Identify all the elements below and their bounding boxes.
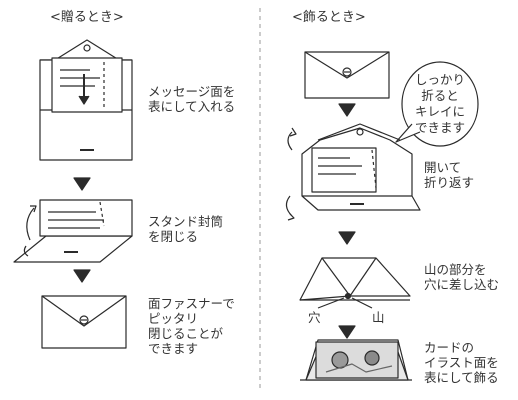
- right-step4-line: 表にして飾る: [424, 370, 499, 385]
- bubble-text: しっかり 折ると キレイに できます: [412, 72, 468, 136]
- left-step1-line: メッセージ面を: [148, 84, 236, 99]
- right-step2-line: 折り返す: [424, 175, 475, 190]
- left-step1-envelope-insert: [39, 39, 133, 161]
- tip-bubble: [395, 61, 479, 147]
- left-step1-line: 表にして入れる: [148, 99, 236, 114]
- left-step2-line: を閉じる: [148, 229, 199, 244]
- right-step1-closed-envelope: [304, 51, 390, 99]
- right-step2-line: 開いて: [424, 160, 462, 175]
- bubble-line: しっかり: [414, 72, 465, 87]
- left-heading: <贈るとき>: [50, 10, 124, 25]
- arrow-down-left-1: [73, 177, 91, 191]
- right-step4-text: カードの イラスト面を 表にして飾る: [424, 340, 499, 385]
- left-step2-stand-envelope: [13, 199, 133, 263]
- right-step3-line: 山の部分を: [424, 262, 487, 277]
- arrow-down-right-2: [338, 231, 356, 245]
- right-step2-opened-envelope: [285, 123, 421, 221]
- left-step2-line: スタンド封筒: [148, 214, 224, 229]
- left-step3-line: 面ファスナーで: [148, 296, 235, 311]
- right-step2-text: 開いて 折り返す: [424, 160, 474, 190]
- left-step3-closed-envelope: [41, 295, 127, 349]
- right-step4-line: カードの: [424, 340, 475, 355]
- left-step2-text: スタンド封筒 を閉じる: [148, 214, 223, 244]
- right-heading: <飾るとき>: [292, 10, 366, 25]
- bubble-line: 折ると: [421, 88, 459, 103]
- left-step3-text: 面ファスナーで ピッタリ 閉じることが できます: [148, 296, 235, 356]
- mountain-label: 山: [372, 310, 385, 325]
- arrow-down-right-1: [338, 103, 356, 117]
- left-step3-line: できます: [148, 341, 199, 356]
- right-step3-line: 穴に差し込む: [424, 277, 500, 292]
- right-step3-text: 山の部分を 穴に差し込む: [424, 262, 499, 292]
- hole-label: 穴: [308, 310, 321, 325]
- left-step1-text: メッセージ面を 表にして入れる: [148, 84, 235, 114]
- left-step3-line: ピッタリ: [148, 311, 199, 326]
- arrow-down-right-3: [338, 325, 356, 339]
- right-step4-line: イラスト面を: [424, 355, 499, 370]
- arrow-down-left-2: [73, 269, 91, 283]
- right-step4-display-card: [300, 339, 412, 381]
- right-step3-tent-fold: [299, 257, 411, 309]
- bubble-line: キレイに: [414, 104, 465, 119]
- left-step3-line: 閉じることが: [148, 326, 224, 341]
- bubble-line: できます: [414, 120, 465, 135]
